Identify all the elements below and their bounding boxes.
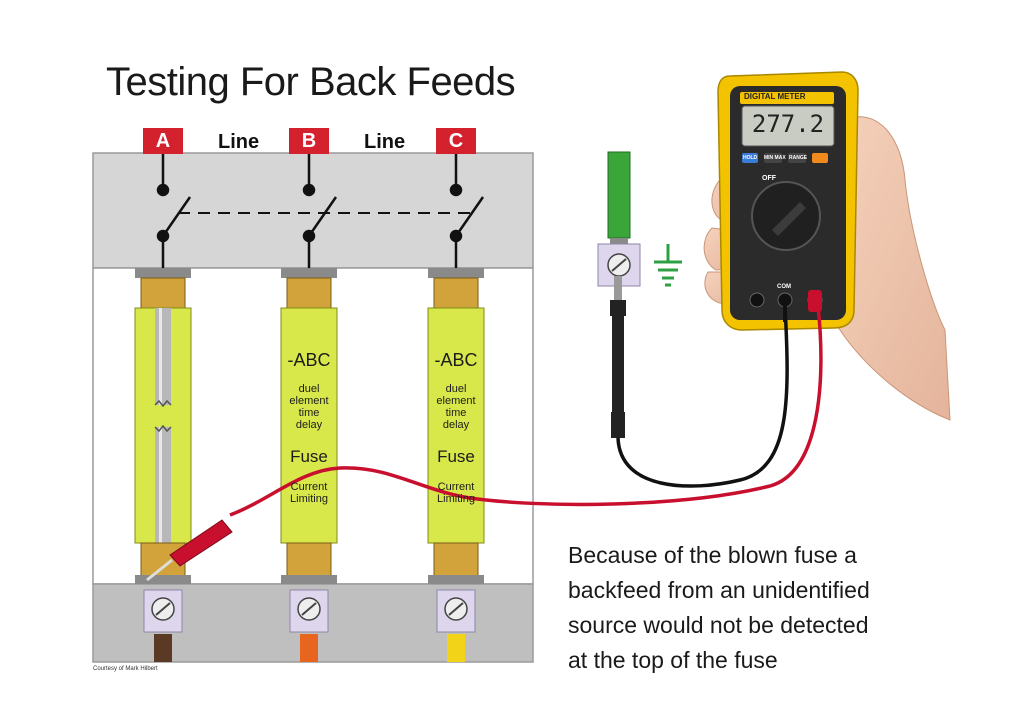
ground-terminal: [597, 151, 641, 287]
fuse-c-desc-4: delay: [442, 419, 470, 431]
multimeter: [717, 71, 859, 331]
fuse-c: [427, 268, 485, 662]
caption-line-2: backfeed from an unidentified: [568, 577, 870, 603]
caption-line-3: source would not be detected: [568, 612, 869, 638]
meter-range-button: RANGE: [789, 155, 808, 161]
red-lead: [229, 305, 823, 517]
switch-a: [156, 153, 192, 268]
meter-minmax-button: MIN MAX: [764, 155, 786, 161]
fuse-c-desc-1: duel: [445, 383, 467, 395]
fuse-b-word: Fuse: [290, 447, 328, 466]
fuse-b-desc-4: delay: [295, 419, 323, 431]
phase-b-label: B: [289, 128, 329, 154]
meter-brand: DIGITAL METER: [744, 92, 806, 101]
fuse-c-limiting: Current Limiting: [416, 481, 496, 505]
meter-hold-button: HOLD: [743, 155, 758, 161]
phase-c-label: C: [436, 128, 476, 154]
caption-line-4: at the top of the fuse: [568, 647, 778, 673]
phase-a-label: A: [143, 128, 183, 154]
caption-line-1: Because of the blown fuse a: [568, 542, 857, 568]
fuse-c-word: Fuse: [437, 447, 475, 466]
meter-reading: 277.2: [751, 110, 825, 138]
fuse-b: [280, 268, 338, 662]
fuse-b-limit-1: Current: [290, 481, 328, 493]
caption: Because of the blown fuse a backfeed fro…: [568, 538, 928, 678]
line-label-1: Line: [218, 131, 260, 153]
black-probe: [610, 276, 626, 438]
fuse-c-limit-2: Limiting: [437, 493, 475, 505]
line-label-2: Line: [364, 131, 406, 153]
switch-c: [449, 153, 485, 268]
fuse-b-desc-3: time: [298, 407, 320, 419]
fuse-c-class: -ABC: [434, 350, 478, 370]
black-lead: [616, 305, 789, 488]
fuse-a: [134, 268, 192, 662]
fuse-b-class: -ABC: [287, 350, 331, 370]
meter-off-label: OFF: [762, 175, 776, 182]
ground-symbol-icon: [654, 244, 682, 287]
fuse-b-desc-2: element: [289, 395, 329, 407]
fuse-c-desc: duel element time delay: [416, 383, 496, 431]
photo-credit: Courtesy of Mark Hilbert: [93, 666, 158, 672]
fuse-b-limiting: Current Limiting: [269, 481, 349, 505]
fuse-b-desc-1: duel: [298, 383, 320, 395]
fuse-c-desc-2: element: [436, 395, 476, 407]
red-probe: [146, 290, 822, 582]
fuse-b-desc: duel element time delay: [269, 383, 349, 431]
fuse-c-limit-1: Current: [437, 481, 475, 493]
fuse-b-limit-2: Limiting: [290, 493, 328, 505]
switch-b: [302, 153, 338, 268]
fuse-c-desc-3: time: [445, 407, 467, 419]
meter-com-label: COM: [777, 284, 791, 290]
diagram-title: Testing For Back Feeds: [106, 60, 516, 104]
